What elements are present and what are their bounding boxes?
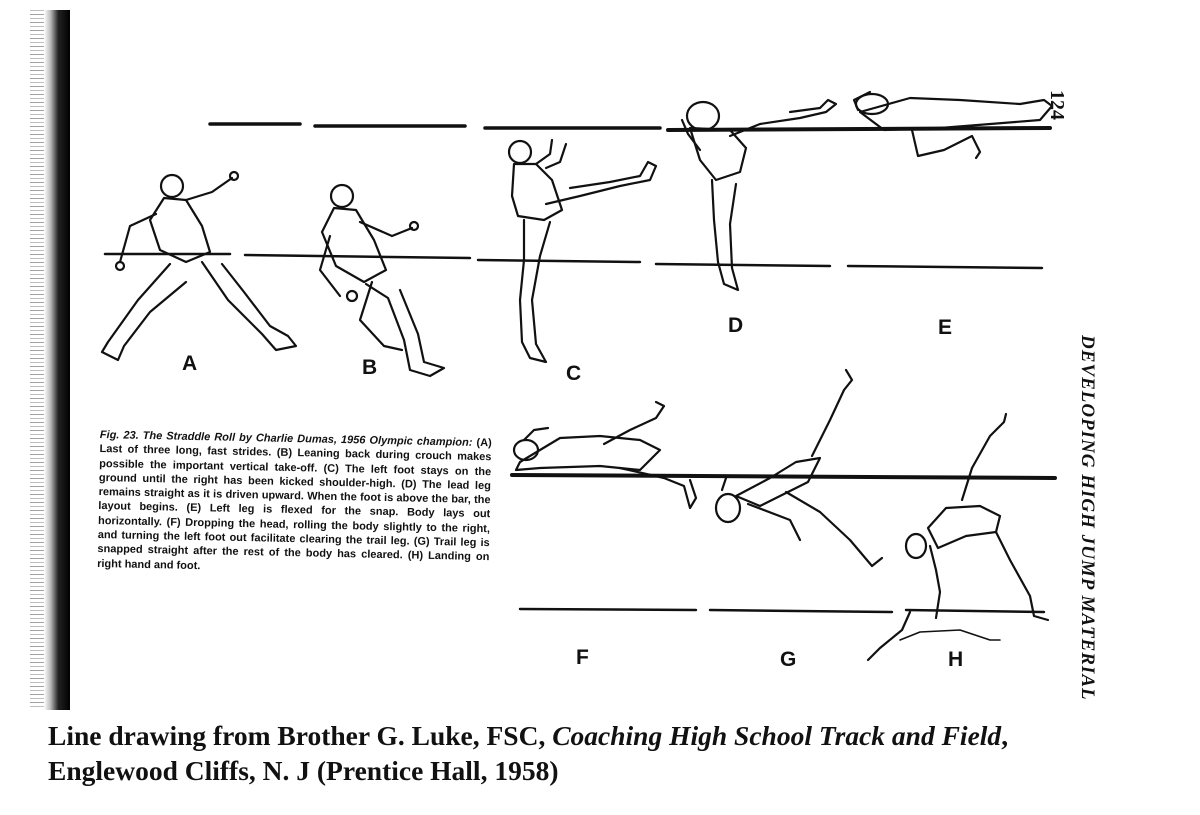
figure-label-h: H <box>948 648 964 671</box>
straddle-roll-illustration <box>100 90 1057 662</box>
figure-label-g: G <box>780 648 797 671</box>
figure-h-landing <box>866 412 1050 662</box>
figure-legend-body: (A) Last of three long, fast strides. (B… <box>97 436 492 572</box>
page-number: 124 <box>1046 90 1068 120</box>
ground-line-bottom <box>518 607 1046 614</box>
running-head: DEVELOPING HIGH JUMP MATERIAL <box>1077 335 1098 701</box>
caption-comma: , <box>1001 720 1009 751</box>
high-jump-bar-bottom <box>510 473 1057 480</box>
figure-label-d: D <box>728 314 744 337</box>
image-caption: Line drawing from Brother G. Luke, FSC, … <box>48 718 1168 788</box>
figure-e-layout <box>852 90 1054 160</box>
figure-d-lead-leg <box>680 98 838 292</box>
caption-publisher: Englewood Cliffs, N. J (Prentice Hall, 1… <box>48 755 559 786</box>
figure-label-f: F <box>576 646 589 669</box>
caption-book-title: Coaching High School Track and Field <box>552 720 1002 751</box>
figure-label-a: A <box>182 352 198 375</box>
figure-c-kick <box>507 138 658 364</box>
binding-shadow-speckle <box>30 10 46 710</box>
figure-b-crouch <box>318 183 446 378</box>
ground-line-top <box>103 252 1044 270</box>
figure-label-e: E <box>938 316 953 339</box>
figure-a-last-stride <box>100 170 298 362</box>
caption-prefix: Line drawing from Brother G. Luke, FSC, <box>48 720 553 751</box>
figure-legend: Fig. 23. The Straddle Roll by Charlie Du… <box>97 428 492 579</box>
figure-label-c: C <box>566 362 582 385</box>
binding-shadow <box>44 10 70 710</box>
figure-label-b: B <box>362 356 378 379</box>
figure-f-roll <box>512 400 698 510</box>
figure-g-trail-leg <box>714 368 884 568</box>
scanned-page: 124 DEVELOPING HIGH JUMP MATERIAL A B C … <box>30 10 1098 710</box>
high-jump-bar-top <box>208 122 1052 132</box>
